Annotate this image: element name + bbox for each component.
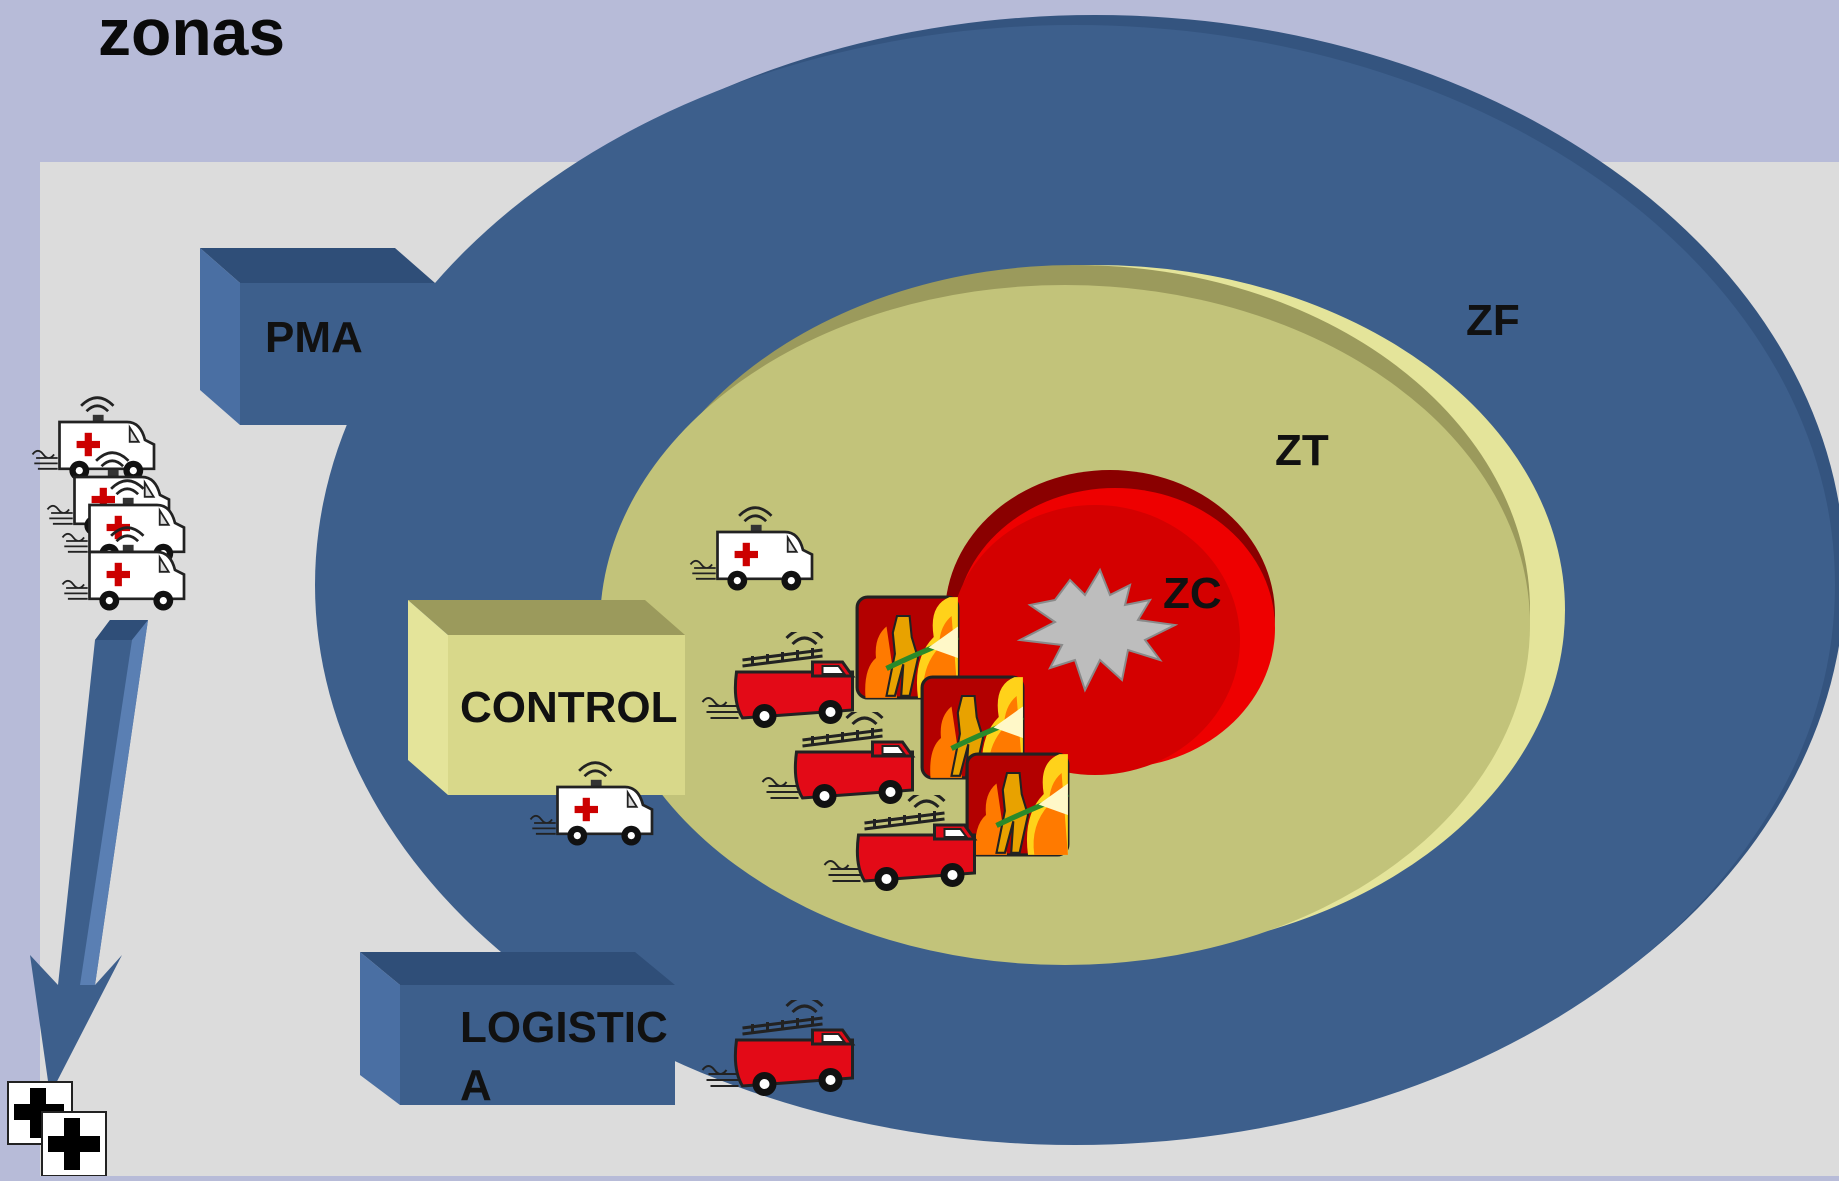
logistica-label-line2: A [460, 1061, 492, 1110]
logistica-block [360, 952, 675, 1105]
explosion-icon [1016, 567, 1179, 693]
zone-zf-label: ZF [1466, 296, 1520, 345]
pma-block [200, 248, 435, 425]
pma-label: PMA [265, 313, 363, 362]
firefighter-icon [967, 754, 1068, 855]
zone-zc-label: ZC [1163, 569, 1222, 618]
logistica-label-line1: LOGISTIC [460, 1003, 668, 1052]
down-arrow-icon [30, 620, 148, 1095]
hospital-cross-icon [7, 1081, 107, 1177]
zone-zt-label: ZT [1275, 426, 1329, 475]
control-label: CONTROL [460, 683, 678, 732]
page-title: zonas [98, 0, 286, 69]
control-block [408, 600, 685, 795]
